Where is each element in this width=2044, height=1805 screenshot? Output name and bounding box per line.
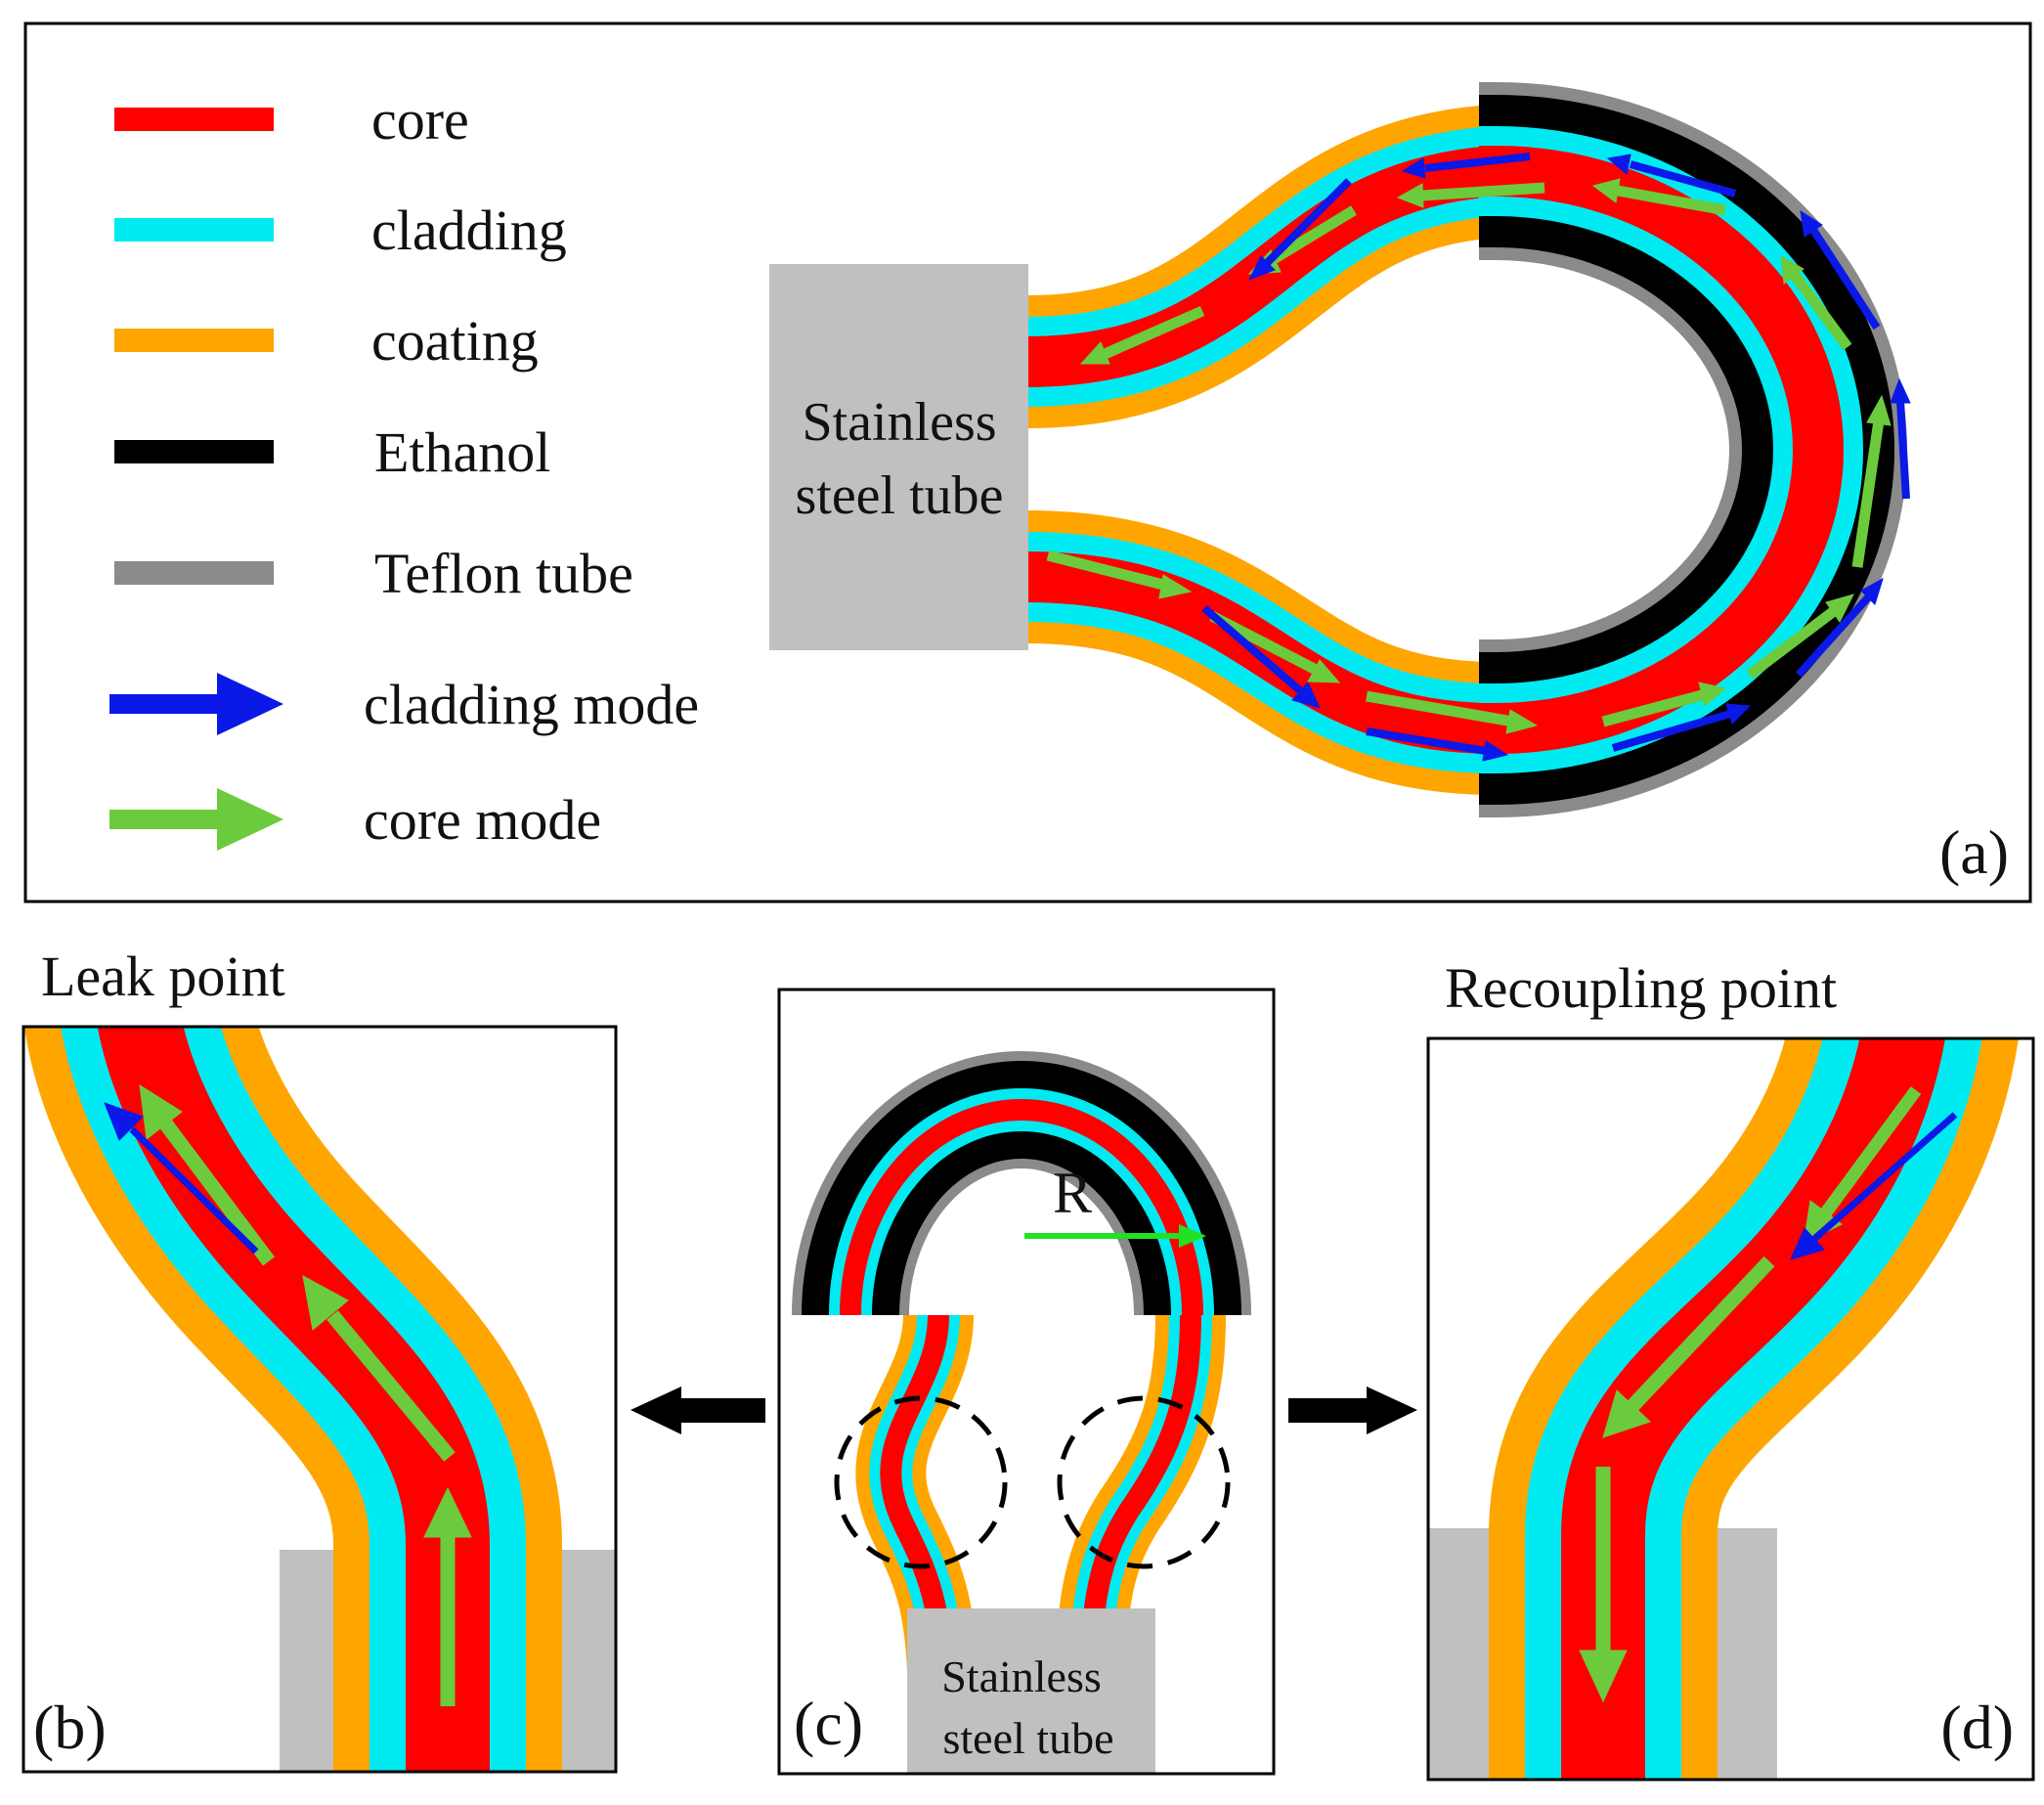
cladding-mode-arrowhead [1860, 577, 1884, 605]
core-mode-arrow [326, 1310, 456, 1462]
panel-b: Leak point (b) [22, 945, 618, 1774]
core-mode-arrowhead [1579, 1650, 1628, 1703]
cladding-mode-arrowhead [1890, 377, 1911, 404]
legend-label: Teflon tube [374, 542, 633, 605]
core-mode-arrow [1366, 690, 1514, 727]
legend-label: core mode [364, 788, 601, 852]
core-mode-arrowhead [423, 1486, 472, 1538]
right-pointer-arrow [1288, 1387, 1417, 1434]
panel-d-title: Recoupling point [1445, 956, 1837, 1020]
panel-c-tag: (c) [794, 1689, 863, 1758]
pointer-arrows [631, 1387, 1417, 1434]
core-mode-arrowhead [1698, 682, 1727, 707]
core-mode-arrow [1266, 205, 1357, 267]
core-mode-arrowhead [1396, 183, 1424, 208]
steel-tube-label-line2: steel tube [943, 1713, 1114, 1763]
left-pointer-arrow [631, 1387, 765, 1434]
core-mode-arrowhead [139, 1084, 183, 1140]
legend-label: core [371, 88, 469, 152]
core-mode-arrowhead [1079, 341, 1110, 365]
core-mode-arrowhead [1158, 574, 1193, 599]
cladding-mode-arrow [129, 1126, 259, 1255]
legend-label: coating [371, 309, 539, 373]
panel-d-frame [1426, 1036, 2035, 1782]
legend-arrowhead [217, 788, 283, 851]
fiber-core [1025, 551, 1497, 754]
mask [811, 1315, 890, 1335]
cladding-mode-arrow [1796, 594, 1872, 678]
legend-label: Ethanol [374, 420, 550, 484]
panel-a-tag: (a) [1939, 817, 2009, 887]
core-mode-arrow [1100, 305, 1205, 361]
panel-b-title: Leak point [41, 945, 285, 1008]
cladding-mode-arrowhead [1401, 157, 1426, 179]
core-mode-arrow [1851, 419, 1885, 568]
lower-fiber [1025, 510, 1498, 795]
leak-point-circle [834, 1395, 1008, 1569]
core-mode-arrow [1617, 185, 1726, 216]
cladding-mode-arrowhead [1800, 209, 1823, 238]
cladding-mode-arrows [1201, 153, 1911, 762]
cladding-mode-arrowhead [1291, 682, 1321, 709]
panel-d-tag: (d) [1940, 1693, 2014, 1762]
panel-b-tag: (b) [33, 1693, 107, 1762]
panel-c: Stainless steel tube R (c) [777, 988, 1276, 1776]
panel-d: Recoupling point (d) [1426, 956, 2035, 1782]
cladding-mode-arrowhead [1790, 1227, 1825, 1260]
cladding-mode-arrow [1611, 710, 1732, 752]
cladding-mode-arrow [1629, 160, 1737, 198]
core-mode-arrowhead [302, 1275, 349, 1331]
cladding-mode-arrow [1424, 153, 1531, 172]
cladding-mode-arrowhead [1725, 703, 1752, 725]
panel-a-frame [23, 22, 2032, 903]
core-mode-arrow [1789, 270, 1852, 351]
radius-arrowhead [1179, 1224, 1206, 1248]
cladding-mode-arrowhead [1482, 740, 1509, 762]
core-mode-arrowhead [1825, 594, 1854, 623]
panel-b-frame [22, 1025, 618, 1774]
core-mode-arrowhead [1602, 1389, 1651, 1438]
legend-label: cladding mode [364, 673, 699, 736]
steel-tube-label-line1: Stainless [802, 392, 996, 453]
cladding-mode-arrow [1201, 604, 1305, 696]
legend-arrowhead [217, 673, 283, 735]
bent-section [1479, 81, 1907, 817]
steel-tube [907, 1608, 1155, 1774]
cladding-mode-arrow [1810, 1112, 1958, 1243]
steel-tube-label-line1: Stainless [941, 1651, 1102, 1701]
fiber-core [1479, 146, 1844, 754]
core-mode-arrowhead [1866, 394, 1892, 426]
radius-label: R [1053, 1161, 1092, 1225]
cladding-mode-arrowhead [104, 1102, 144, 1141]
cladding-mode-arrowhead [1247, 255, 1276, 281]
core-mode-arrowhead [1307, 659, 1341, 683]
recoupling-point-circle [1057, 1395, 1231, 1569]
cladding-mode-arrow [1366, 727, 1487, 755]
cladding-mode-arrowhead [1606, 154, 1631, 175]
steel-tube [769, 264, 1028, 650]
core-mode-arrow [160, 1120, 275, 1266]
fiber-core [1561, 1038, 1945, 1780]
fiber-core [840, 1099, 1203, 1316]
core-mode-arrow [1820, 1086, 1922, 1216]
core-mode-arrow [1627, 1255, 1775, 1412]
cladding-mode-arrow [1896, 400, 1910, 500]
core-mode-arrowhead [1780, 255, 1805, 285]
cladding-mode-arrow [1809, 227, 1881, 330]
core-mode-arrow [1601, 688, 1708, 727]
panel-c-frame [777, 988, 1276, 1776]
core-mode-arrow [1046, 550, 1173, 593]
core-mode-arrowhead [1591, 178, 1621, 203]
core-mode-arrowhead [1505, 709, 1539, 734]
core-mode-arrow [1746, 603, 1842, 680]
legend-label: cladding [371, 198, 567, 262]
steel-tube-label-line2: steel tube [795, 465, 1003, 526]
cladding-mode-arrow [1263, 178, 1352, 267]
core-mode-arrow [1421, 182, 1545, 201]
